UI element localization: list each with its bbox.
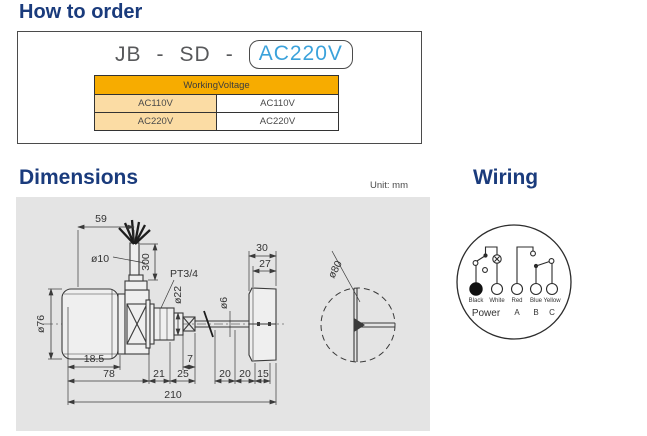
dimension-drawing: 59 ø10 300 ø76 PT3/4 ø22 ø6 30 27 <box>35 213 396 405</box>
group-power-label: Power <box>472 308 501 319</box>
voltage-value-ac110: AC110V <box>216 94 339 113</box>
dim-25-label: 25 <box>177 368 189 380</box>
shaft-cylinder <box>173 312 184 336</box>
collar <box>117 293 126 355</box>
cable-gland-top <box>128 274 144 282</box>
cable-fray <box>118 219 151 245</box>
dim-15-label: 15 <box>257 368 269 380</box>
dimensions-panel: 59 ø10 300 ø76 PT3/4 ø22 ø6 30 27 <box>16 197 430 431</box>
dim-18-5-label: 18.5 <box>84 353 105 365</box>
dim-o10-label: ø10 <box>91 253 109 265</box>
neck <box>124 289 150 355</box>
dim-300-label: 300 <box>140 253 152 271</box>
table-row: AC220V AC220V <box>94 112 339 131</box>
voltage-table: WorkingVoltage AC110V AC110V AC220V AC22… <box>94 75 339 131</box>
code-dash: - <box>156 42 165 66</box>
dim-20b-label: 20 <box>239 368 251 380</box>
contact-c-node <box>548 258 555 264</box>
cable-tube <box>129 242 140 276</box>
code-part-sd: SD <box>179 42 211 66</box>
voltage-value-ac220: AC220V <box>216 112 339 131</box>
voltage-table-header: WorkingVoltage <box>94 75 339 95</box>
dim-78-label: 78 <box>103 368 115 380</box>
flange-disc-1 <box>145 299 151 349</box>
contact-a-node <box>530 250 536 257</box>
order-code: JB - SD - AC220V <box>115 40 353 69</box>
dim-21-label: 21 <box>153 368 165 380</box>
cable-gland <box>124 280 148 291</box>
wiring-diagram: Black White Red Blue Yellow Power A B C <box>456 224 572 340</box>
dim-59-label: 59 <box>95 213 107 225</box>
dim-27-label: 27 <box>259 258 271 270</box>
group-a-label: A <box>514 308 520 317</box>
terminal-blue-label: Blue <box>530 298 543 304</box>
code-part-jb: JB <box>115 42 142 66</box>
terminal-black-label: Black <box>469 298 485 304</box>
terminal-white <box>490 282 504 296</box>
switch-pivot-node <box>472 260 479 266</box>
dim-o80-label: ø80 <box>326 259 345 281</box>
code-dash2: - <box>225 42 234 66</box>
dim-30-label: 30 <box>256 242 268 254</box>
wiring-title: Wiring <box>473 166 539 189</box>
break-mark <box>203 310 214 338</box>
terminal-red <box>510 282 524 296</box>
dim-o76-label: ø76 <box>35 315 47 333</box>
order-box: JB - SD - AC220V WorkingVoltage AC110V A… <box>17 31 422 144</box>
paddle-hub <box>354 318 365 332</box>
seal-box <box>182 316 196 332</box>
group-c-label: C <box>549 308 555 317</box>
terminal-yellow-label: Yellow <box>543 298 561 304</box>
dim-o6-label: ø6 <box>218 297 230 309</box>
how-to-order-title: How to order <box>19 1 143 23</box>
terminal-white-label: White <box>489 298 505 304</box>
flange-disc-2 <box>149 303 155 345</box>
wiring-circle <box>456 224 572 340</box>
voltage-option-ac110: AC110V <box>94 94 217 113</box>
group-b-label: B <box>533 308 538 317</box>
dim-20a-label: 20 <box>219 368 231 380</box>
paddle-sweep-circle <box>320 287 396 363</box>
terminal-yellow <box>545 282 559 296</box>
housing-outline <box>61 288 119 360</box>
dim-pt34-label: PT3/4 <box>170 268 198 280</box>
voltage-option-ac220: AC220V <box>94 112 217 131</box>
terminal-blue <box>529 282 543 296</box>
unit-label: Unit: mm <box>370 180 408 191</box>
table-row: AC110V AC110V <box>94 94 339 113</box>
dim-o22-label: ø22 <box>172 286 184 304</box>
dimensions-title: Dimensions <box>19 166 139 189</box>
dim-7-label: 7 <box>187 353 193 365</box>
code-voltage-pill: AC220V <box>248 40 353 69</box>
terminal-black <box>469 282 483 296</box>
dim-210-label: 210 <box>164 389 182 401</box>
terminal-red-label: Red <box>511 298 522 304</box>
open-contact-node <box>482 267 488 273</box>
thread-hex <box>153 307 175 341</box>
